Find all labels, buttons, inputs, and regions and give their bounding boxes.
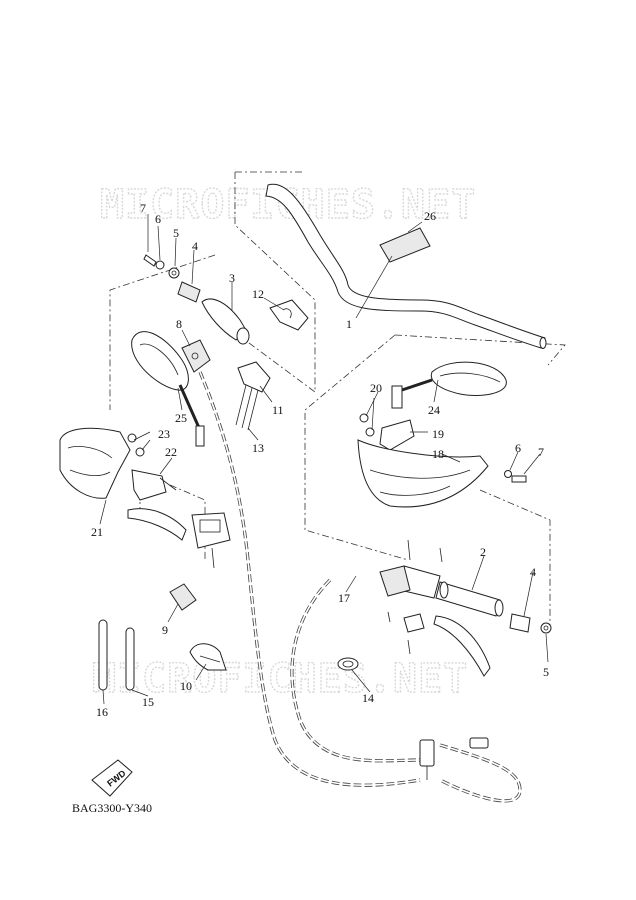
callout-20: 20 [370, 381, 382, 395]
throttle-cables [198, 371, 522, 803]
fwd-arrow-icon: FWD [91, 759, 133, 797]
left-switch [181, 339, 211, 373]
callout-5-left: 5 [173, 226, 179, 240]
callout-3: 3 [229, 271, 235, 285]
callout-19: 19 [432, 427, 444, 441]
left-bar-end [143, 254, 250, 345]
callout-4-left: 4 [192, 239, 198, 253]
callout-12: 12 [252, 287, 264, 301]
right-guard-hardware [504, 470, 527, 483]
callout-8: 8 [176, 317, 182, 331]
callout-6-left: 6 [155, 212, 161, 226]
callout-23: 23 [158, 427, 170, 441]
right-guard-bolts [359, 413, 375, 437]
cable-clip [189, 643, 227, 671]
callout-7-right: 7 [538, 445, 544, 459]
switch-bracket [169, 583, 197, 611]
right-mirror [391, 361, 507, 409]
leader-lines [99, 214, 549, 705]
right-lever [387, 611, 491, 677]
watermark-bottom: MICROFICHES.NET [92, 656, 468, 702]
callout-4-right: 4 [530, 565, 536, 579]
callout-9: 9 [162, 623, 168, 637]
callout-21: 21 [91, 525, 103, 539]
callout-1: 1 [346, 317, 352, 331]
throttle-grip [399, 565, 504, 617]
callout-2: 2 [480, 545, 486, 559]
handlebar [265, 183, 547, 349]
callout-10: 10 [180, 679, 192, 693]
cable-end-fittings [419, 737, 489, 780]
callout-5-right: 5 [543, 665, 549, 679]
callout-7-left: 7 [140, 201, 146, 215]
callout-16: 16 [96, 705, 108, 719]
callout-25: 25 [175, 411, 187, 425]
cable-ties [98, 619, 135, 691]
group-outlines [109, 171, 566, 630]
callout-6-right: 6 [515, 441, 521, 455]
throttle-housing [379, 539, 443, 597]
left-hand-guard [59, 427, 131, 499]
right-guard-bracket [379, 419, 415, 451]
callout-15: 15 [142, 695, 154, 709]
callout-17: 17 [338, 591, 350, 605]
handlebar-holder-clamp [269, 299, 309, 331]
callout-13: 13 [252, 441, 264, 455]
left-lever-master-cylinder [127, 508, 231, 569]
cable-clamp [337, 657, 359, 671]
callout-11: 11 [272, 403, 284, 417]
left-guard-bracket [127, 433, 177, 501]
callout-26: 26 [424, 209, 436, 223]
callout-numbers: 1 2 3 4 4 5 5 6 6 7 7 8 9 10 11 12 13 14… [91, 201, 549, 719]
callout-14: 14 [362, 691, 374, 705]
callout-18: 18 [432, 447, 444, 461]
callout-24: 24 [428, 403, 440, 417]
right-bar-end [509, 613, 552, 634]
right-hand-guard [357, 439, 489, 508]
diagram-code: BAG3300-Y340 [72, 801, 152, 815]
callout-22: 22 [165, 445, 177, 459]
left-mirror [131, 331, 205, 447]
handlebar-holder [235, 361, 271, 431]
